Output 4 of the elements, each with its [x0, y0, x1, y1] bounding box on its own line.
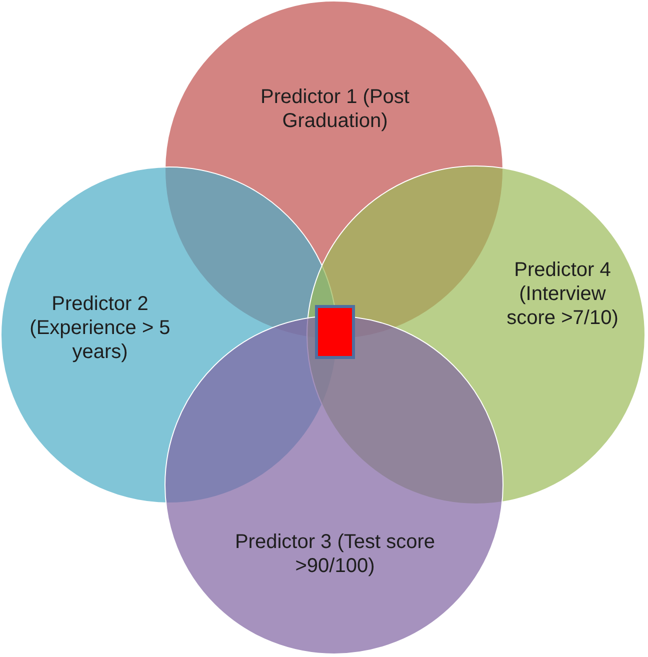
circle-label: Predictor 2 (Experience > 5 years): [28, 292, 172, 364]
circle-label: Predictor 4 (Interview score >7/10): [506, 258, 620, 330]
circle-label: Predictor 3 (Test score >90/100): [234, 530, 436, 578]
circle-label: Predictor 1 (Post Graduation): [260, 85, 410, 133]
